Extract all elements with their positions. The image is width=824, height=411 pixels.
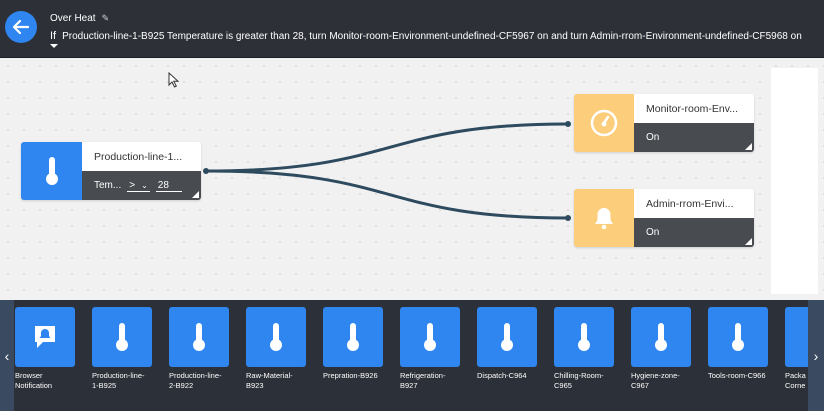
thermometer-icon [116, 323, 128, 351]
operator-select[interactable]: > ⌄ [127, 180, 150, 192]
input-port[interactable] [565, 121, 571, 127]
link-to-monitor [205, 122, 569, 173]
thermometer-icon [501, 323, 513, 351]
palette-tile [400, 307, 460, 367]
bell-icon [595, 208, 613, 230]
operator-value: > [129, 179, 136, 191]
rule-title: Over Heat ✎ [50, 13, 109, 24]
state-value: On [646, 132, 660, 143]
palette-tile [169, 307, 229, 367]
target-node-icon-box [574, 189, 634, 247]
pencil-icon[interactable]: ✎ [101, 13, 110, 23]
target-node-state[interactable]: On [634, 123, 754, 152]
state-value: On [646, 227, 660, 238]
palette-label: Browser Notification [15, 371, 53, 390]
output-port[interactable] [203, 168, 209, 174]
rule-summary: If Production-line-1-B925 Temperature is… [50, 30, 802, 48]
rule-header: Over Heat ✎ If Production-line-1-B925 Te… [0, 0, 824, 58]
palette-label: Prepration-B926 [323, 371, 378, 380]
resize-corner-icon [745, 238, 752, 245]
field-label: Tem... [94, 180, 122, 191]
source-node-condition: Tem... > ⌄ 28 [82, 171, 201, 200]
thermometer-icon [270, 323, 282, 351]
thermometer-icon [347, 323, 359, 351]
palette-item[interactable]: Prepration-B926 [323, 307, 385, 381]
palette-item[interactable]: Production-line- 1-B925 [92, 307, 154, 391]
scroll-left-button[interactable]: ‹ [0, 300, 14, 411]
chevron-down-icon: ⌄ [141, 180, 148, 190]
resize-corner-icon [192, 191, 199, 198]
rule-canvas[interactable]: Production-line-1... Tem... > ⌄ 28 Monit… [0, 58, 824, 300]
arrow-left-icon [12, 19, 30, 35]
back-button[interactable] [5, 11, 37, 43]
palette-tile [785, 307, 809, 367]
target-node-state[interactable]: On [634, 218, 754, 247]
thermometer-icon [424, 323, 436, 351]
palette-item[interactable]: Raw-Material- B923 [246, 307, 308, 391]
palette-tile [477, 307, 537, 367]
device-palette: ‹ Browser Notification Production-line- … [0, 300, 824, 411]
source-node-icon-box [21, 142, 82, 200]
palette-item[interactable]: Packa Corne [785, 307, 809, 391]
rule-name: Over Heat [50, 13, 96, 24]
palette-tile [708, 307, 768, 367]
palette-label: Dispatch-C964 [477, 371, 527, 380]
palette-tile [323, 307, 383, 367]
gauge-icon [590, 109, 618, 137]
palette-item[interactable]: Browser Notification [15, 307, 77, 391]
palette-item[interactable]: Tools-room-C966 [708, 307, 770, 381]
connection-lines [205, 122, 569, 220]
palette-label: Raw-Material- B923 [246, 371, 293, 390]
chevron-left-icon: ‹ [4, 347, 10, 364]
mouse-cursor-icon [168, 72, 180, 88]
palette-label: Production-line- 2-B922 [169, 371, 222, 390]
thermometer-icon [193, 323, 205, 351]
resize-corner-icon [745, 143, 752, 150]
palette-label: Hygiene-zone- C967 [631, 371, 680, 390]
target-node-icon-box [574, 94, 634, 152]
threshold-input[interactable]: 28 [155, 180, 182, 192]
palette-label: Tools-room-C966 [708, 371, 766, 380]
palette-tile [246, 307, 306, 367]
if-label: If [50, 30, 57, 42]
palette-label: Production-line- 1-B925 [92, 371, 145, 390]
source-node[interactable]: Production-line-1... Tem... > ⌄ 28 [21, 142, 201, 200]
palette-item[interactable]: Hygiene-zone- C967 [631, 307, 693, 391]
target-node-title: Monitor-room-Env... [634, 94, 754, 123]
divider [0, 57, 824, 58]
palette-item[interactable]: Production-line- 2-B922 [169, 307, 231, 391]
palette-tile [15, 307, 75, 367]
notification-icon [35, 326, 55, 348]
palette-item[interactable]: Refrigeration- B927 [400, 307, 462, 391]
input-port[interactable] [565, 215, 571, 221]
rule-text: Production-line-1-B925 Temperature is gr… [62, 31, 802, 42]
thermometer-icon [578, 323, 590, 351]
scroll-right-button[interactable]: › [808, 300, 824, 411]
source-node-title: Production-line-1... [82, 142, 201, 171]
palette-label: Refrigeration- B927 [400, 371, 446, 390]
target-node-monitor[interactable]: Monitor-room-Env... On [574, 94, 754, 152]
if-dropdown[interactable]: If [50, 30, 58, 48]
link-to-admin [205, 169, 569, 220]
palette-tile [92, 307, 152, 367]
palette-item[interactable]: Chilling-Room- C965 [554, 307, 616, 391]
palette-label: Packa Corne [785, 371, 806, 390]
chevron-down-icon [50, 44, 58, 48]
palette-item[interactable]: Dispatch-C964 [477, 307, 539, 381]
side-panel [771, 68, 818, 294]
palette-label: Chilling-Room- C965 [554, 371, 604, 390]
target-node-title: Admin-rrom-Envi... [634, 189, 754, 218]
target-node-admin[interactable]: Admin-rrom-Envi... On [574, 189, 754, 247]
thermometer-icon [732, 323, 744, 351]
palette-tile [631, 307, 691, 367]
thermometer-icon [655, 323, 667, 351]
chevron-right-icon: › [813, 347, 819, 364]
thermometer-icon [45, 157, 58, 185]
palette-tile [554, 307, 614, 367]
